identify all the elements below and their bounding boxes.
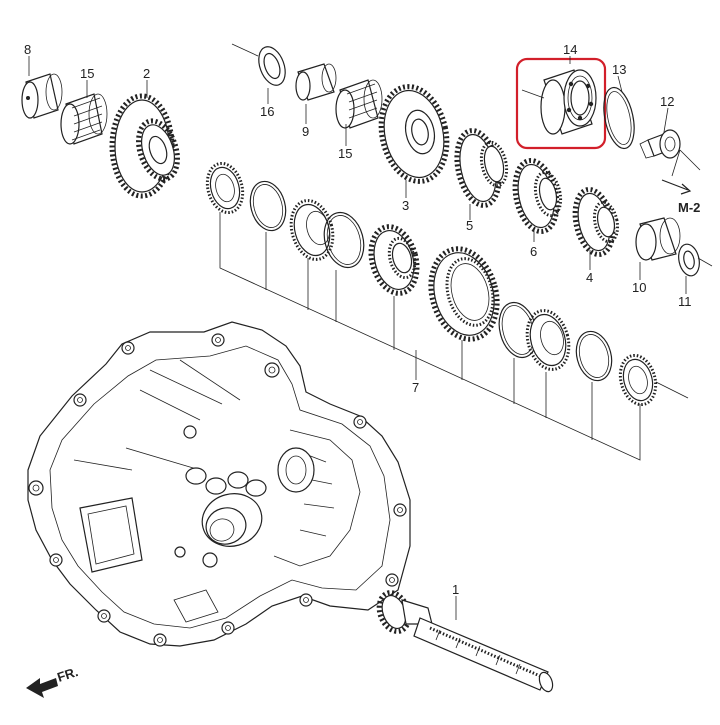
callout-15-left: 15	[80, 66, 94, 81]
axis-line-7	[655, 381, 689, 399]
part-7-ring-4[interactable]	[571, 327, 617, 384]
callout-15-right: 15	[338, 146, 352, 161]
part-14-ball-bearing[interactable]	[540, 69, 597, 135]
callout-3: 3	[402, 198, 409, 213]
m2-arrow	[661, 179, 692, 195]
callout-8: 8	[24, 42, 31, 57]
front-arrow-icon	[26, 678, 58, 698]
part-7-sleeve-left[interactable]	[202, 159, 248, 216]
callout-11: 11	[678, 294, 692, 309]
part-12-bolt[interactable]	[639, 129, 681, 159]
callout-4: 4	[586, 270, 593, 285]
part-7-synchro-ring-2[interactable]	[521, 306, 575, 374]
highlight-box	[515, 57, 607, 150]
callout-6: 6	[530, 244, 537, 259]
part-9-collar[interactable]	[295, 63, 337, 101]
axis-line-top	[231, 43, 259, 57]
callout-7-bracket	[219, 212, 641, 461]
axis-line-11	[697, 257, 713, 267]
callout-2: 2	[143, 66, 150, 81]
callout-5: 5	[466, 218, 473, 233]
part-6-gear[interactable]	[509, 157, 564, 236]
part-8-cup[interactable]	[21, 73, 63, 119]
axis-line-12	[671, 149, 701, 177]
part-5-gear[interactable]	[451, 127, 511, 210]
callout-1: 1	[452, 582, 459, 597]
ref-label-m2[interactable]: M-2	[678, 200, 700, 215]
part-15-needle-bearing-right[interactable]	[335, 79, 383, 129]
leader-lines	[28, 56, 687, 620]
part-7-sleeve-right[interactable]	[421, 241, 507, 346]
axis-line-14	[521, 89, 545, 99]
transmission-case	[27, 321, 411, 647]
callout-14: 14	[563, 42, 577, 57]
part-11-washer[interactable]	[676, 242, 702, 277]
front-label: FR.	[55, 664, 80, 685]
part-7-synchro-ring-3[interactable]	[615, 351, 661, 408]
callout-9: 9	[302, 124, 309, 139]
part-7-ring-2[interactable]	[318, 208, 369, 272]
part-10-collar[interactable]	[635, 217, 681, 261]
callout-7: 7	[412, 380, 419, 395]
callout-16: 16	[260, 104, 274, 119]
part-7-hub[interactable]	[364, 221, 424, 298]
part-15-needle-bearing-left[interactable]	[60, 93, 108, 145]
callout-10: 10	[632, 280, 646, 295]
part-13-snap-ring[interactable]	[599, 85, 639, 151]
part-3-gear[interactable]	[373, 80, 456, 187]
part-2-gear[interactable]	[109, 93, 184, 199]
part-7-synchro-ring-1[interactable]	[285, 196, 339, 264]
part-7-ring-1[interactable]	[245, 177, 291, 234]
callout-12: 12	[660, 94, 674, 109]
callout-13: 13	[612, 62, 626, 77]
part-1-mainshaft[interactable]	[374, 588, 555, 693]
callout-labels: 8 15 2 16 9 15 3 5 14 13 12 6 4 10 11 7 …	[24, 42, 700, 597]
part-16-washer[interactable]	[254, 43, 290, 89]
part-4-gear[interactable]	[570, 186, 621, 258]
